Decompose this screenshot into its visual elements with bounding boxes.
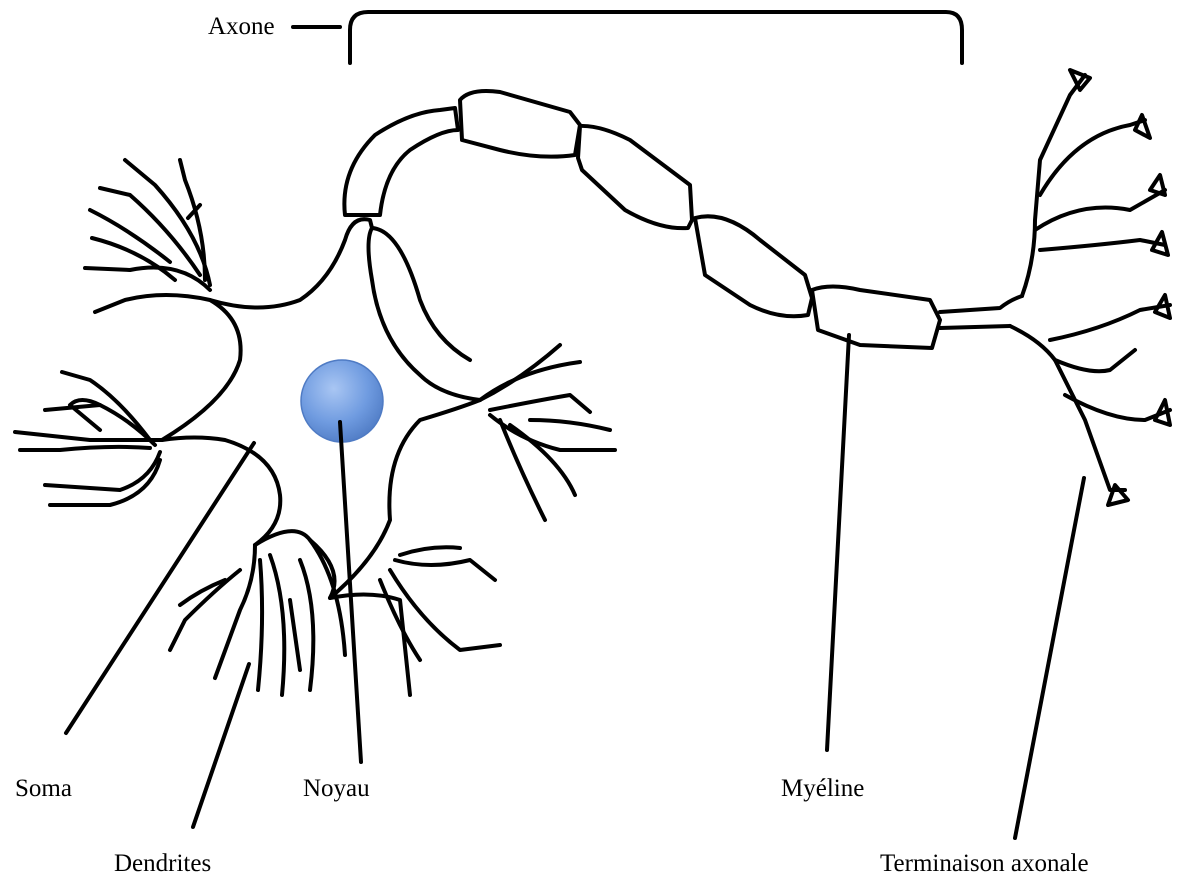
dendrites-right (480, 345, 615, 520)
terminal-pointer (1013, 476, 1086, 840)
pointer-lines (64, 333, 1086, 840)
axon-terminal-label: Terminaison axonale (880, 850, 1089, 877)
dendrites-pointer (191, 662, 251, 829)
soma-outline (162, 219, 480, 598)
myelin-sheath (344, 91, 1022, 348)
dendrites-label: Dendrites (114, 850, 212, 877)
dendrites-upper-left (85, 160, 210, 312)
nucleus-label: Noyau (303, 775, 370, 802)
myelin-label: Myéline (781, 775, 865, 802)
soma-pointer (64, 441, 256, 735)
dendrites-left (15, 372, 162, 505)
dendrites-bottom (170, 540, 345, 695)
dendrites-lower-right (330, 547, 500, 695)
soma-label: Soma (15, 775, 72, 802)
axon-terminal (1010, 70, 1170, 505)
nucleus-pointer (338, 420, 363, 764)
myelin-pointer (825, 333, 851, 752)
axon-bracket (291, 10, 964, 65)
axon-label: Axone (208, 13, 275, 40)
